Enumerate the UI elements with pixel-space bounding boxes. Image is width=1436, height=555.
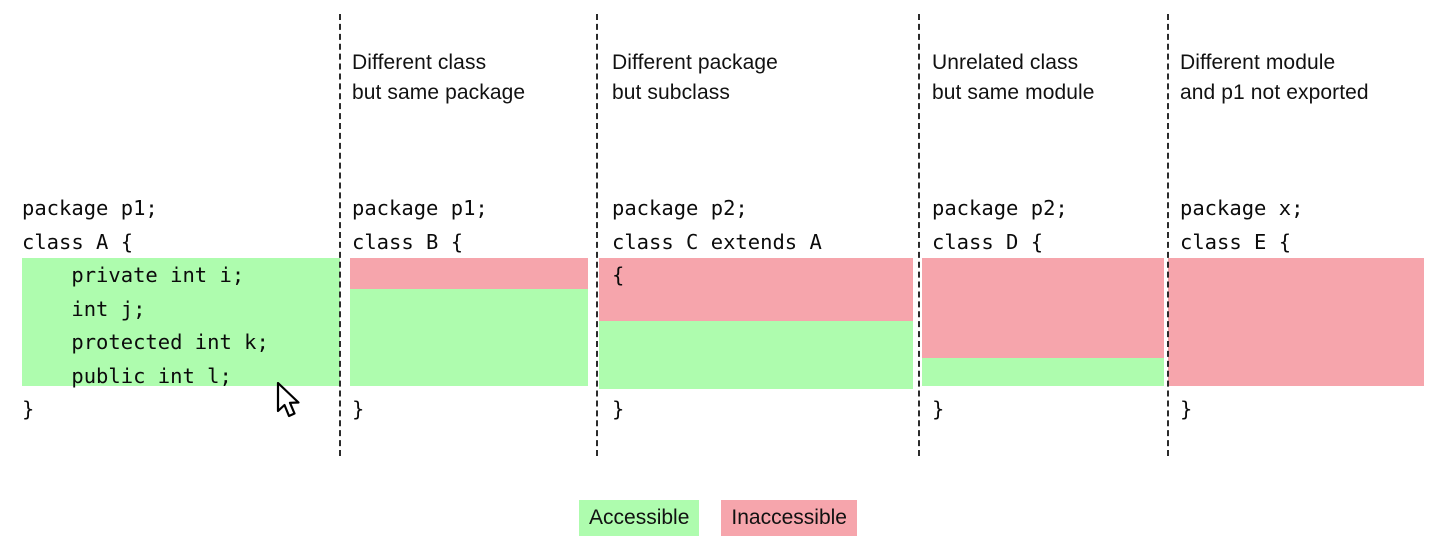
column-different-class-same-package: Different class but same package package… <box>350 0 588 470</box>
band-inaccessible-col4 <box>922 258 1164 358</box>
column-different-module-not-exported: Different module and p1 not exported pac… <box>1168 0 1436 470</box>
code-block-class-b: package p1; class B { } <box>352 196 488 421</box>
code-block-class-a: package p1; class A { private int i; int… <box>22 196 269 421</box>
code-block-class-c: package p2; class C extends A { } <box>612 196 822 421</box>
column-divider-3 <box>918 14 920 456</box>
band-accessible-col3 <box>599 321 913 389</box>
legend: Accessible Inaccessible <box>0 500 1436 536</box>
code-block-class-d: package p2; class D { } <box>932 196 1068 421</box>
column-divider-2 <box>596 14 598 456</box>
legend-inaccessible: Inaccessible <box>721 500 857 536</box>
column-header-unrelated-class-same-module: Unrelated class but same module <box>932 51 1095 104</box>
column-header-different-module-not-exported: Different module and p1 not exported <box>1180 51 1369 104</box>
band-inaccessible-col2 <box>350 258 588 289</box>
band-accessible-col1 <box>22 258 340 386</box>
column-divider-1 <box>339 14 341 456</box>
column-divider-4 <box>1167 14 1169 456</box>
legend-accessible: Accessible <box>579 500 700 536</box>
band-accessible-col4 <box>922 358 1164 386</box>
band-inaccessible-col3 <box>599 258 913 321</box>
column-base-class: package p1; class A { private int i; int… <box>22 0 340 470</box>
column-header-different-class-same-package: Different class but same package <box>352 51 526 104</box>
column-unrelated-class-same-module: Unrelated class but same module package … <box>922 0 1164 470</box>
band-inaccessible-col5 <box>1168 258 1424 386</box>
band-accessible-col2 <box>350 289 588 386</box>
code-block-class-e: package x; class E { } <box>1180 196 1304 421</box>
column-header-different-package-subclass: Different package but subclass <box>612 51 778 104</box>
column-different-package-subclass: Different package but subclass package p… <box>599 0 913 470</box>
